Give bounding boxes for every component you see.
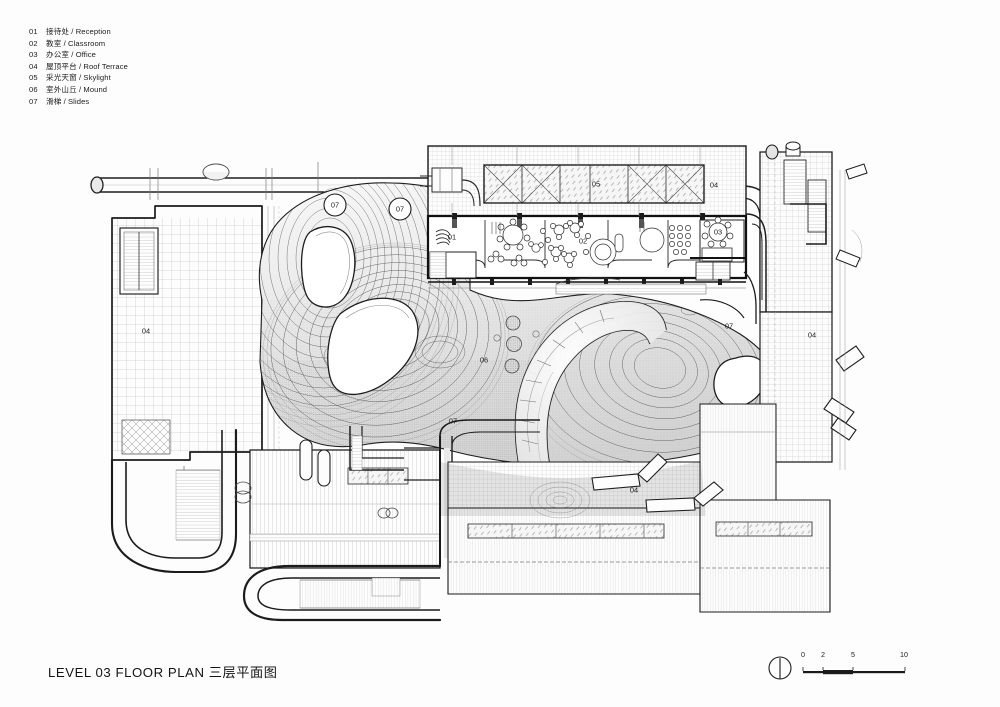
- legend-num: 01: [29, 27, 38, 36]
- plan-tag-label: 05: [592, 180, 600, 189]
- legend-label: 室外山丘 / Mound: [46, 84, 108, 94]
- legend-item-02: 02 教室 / Classroom: [29, 38, 289, 50]
- roof-terrace-right-upper: [759, 144, 833, 313]
- legend-item-05: 05 采光天窗 / Skylight: [29, 72, 289, 84]
- scale-bar: 0 2 5 10: [765, 650, 910, 686]
- office-room: [699, 216, 745, 263]
- ramp-loop-bottom: [242, 564, 442, 622]
- legend-num: 04: [29, 61, 38, 71]
- plan-tag-01: 01: [448, 233, 456, 242]
- legend-item-01: 01 接待处 / Reception: [29, 26, 289, 38]
- plan-tag-04: 04: [710, 181, 718, 190]
- legend-item-03: 03 办公室 / Office: [29, 49, 289, 61]
- plan-tag-07: 07: [323, 193, 347, 217]
- plan-tag-label: 04: [808, 331, 816, 340]
- legend-label: 办公室 / Office: [46, 50, 97, 60]
- plan-tag-label: 04: [142, 327, 150, 336]
- legend-label: 屋顶平台 / Roof Terrace: [46, 61, 128, 71]
- legend-item-06: 06 室外山丘 / Mound: [29, 84, 289, 96]
- roof-block-south: [447, 507, 749, 595]
- plan-tag-03: 03: [714, 228, 722, 237]
- plan-tag-label: 04: [710, 181, 718, 190]
- roof-block-southwest: [234, 449, 441, 569]
- plan-tag-label: 06: [480, 356, 488, 365]
- plan-tag-label: 07: [449, 417, 457, 426]
- east-facade-strip: [839, 170, 863, 470]
- plan-tag-label: 07: [725, 322, 733, 331]
- plan-tag-label: 04: [630, 486, 638, 495]
- scale-bar-graphic: [802, 667, 906, 675]
- legend-num: 02: [29, 38, 38, 48]
- plan-tag-label: 07: [396, 205, 404, 214]
- plan-tag-07: 07: [449, 417, 457, 426]
- legend-label: 接待处 / Reception: [46, 27, 111, 36]
- stair-east: [690, 257, 746, 281]
- legend-num: 03: [29, 50, 38, 60]
- scale-tick-5: 5: [851, 650, 855, 659]
- plan-tag-04: 04: [808, 331, 816, 340]
- skylight-band: [483, 164, 705, 204]
- legend-label: 采光天窗 / Skylight: [46, 73, 111, 83]
- plan-tag-07: 07: [725, 322, 733, 331]
- terrace-apron-center: [440, 460, 706, 519]
- scale-tick-0: 0: [801, 650, 805, 659]
- classroom-furniture: [487, 218, 691, 268]
- plan-tag-05: 05: [592, 180, 600, 189]
- plan-tag-label: 07: [331, 201, 339, 210]
- scale-tick-2: 2: [821, 650, 825, 659]
- legend-item-04: 04 屋顶平台 / Roof Terrace: [29, 61, 289, 73]
- building-bar-main: [420, 145, 748, 295]
- plan-tag-label: 02: [579, 237, 587, 246]
- roof-elements-ne: [785, 141, 868, 268]
- legend: 01 接待处 / Reception 02 教室 / Classroom 03 …: [29, 26, 289, 107]
- plan-tag-06: 06: [480, 356, 488, 365]
- slide-pipes-bottom: [591, 453, 724, 513]
- legend-label: 滑梯 / Slides: [46, 96, 90, 106]
- reception-desk: [435, 229, 451, 246]
- ramp-loop-left: [110, 428, 238, 574]
- title-block: LEVEL 03 FLOOR PLAN 三层平面图: [48, 662, 277, 681]
- stair-west: [429, 251, 477, 279]
- facade-band-south: [428, 277, 746, 295]
- legend-num: 07: [29, 96, 38, 106]
- riser-pipes-left: [299, 439, 331, 487]
- roof-block-southeast: [699, 499, 831, 613]
- tube-connectors-right: [699, 213, 767, 324]
- plan-tag-02: 02: [579, 237, 587, 246]
- plan-tag-layer: 04 07 07 01 05 04 02 03 07 04 06 07 04: [142, 180, 816, 495]
- north-arrow-icon: [768, 656, 792, 680]
- plan-tag-label: 03: [714, 228, 722, 237]
- scale-tick-10: 10: [900, 650, 908, 659]
- legend-item-07: 07 滑梯 / Slides: [29, 96, 289, 108]
- page-title: LEVEL 03 FLOOR PLAN 三层平面图: [48, 665, 278, 680]
- plan-tag-04: 04: [142, 327, 150, 336]
- slide-pipe-west: [349, 426, 440, 481]
- legend-label: 教室 / Classroom: [46, 38, 106, 48]
- plan-tag-label: 01: [448, 233, 456, 242]
- mech-block: [420, 167, 481, 207]
- legend-num: 05: [29, 73, 38, 83]
- legend-num: 06: [29, 84, 38, 94]
- plan-tag-07: 07: [388, 197, 412, 221]
- plan-tag-04: 04: [630, 486, 638, 495]
